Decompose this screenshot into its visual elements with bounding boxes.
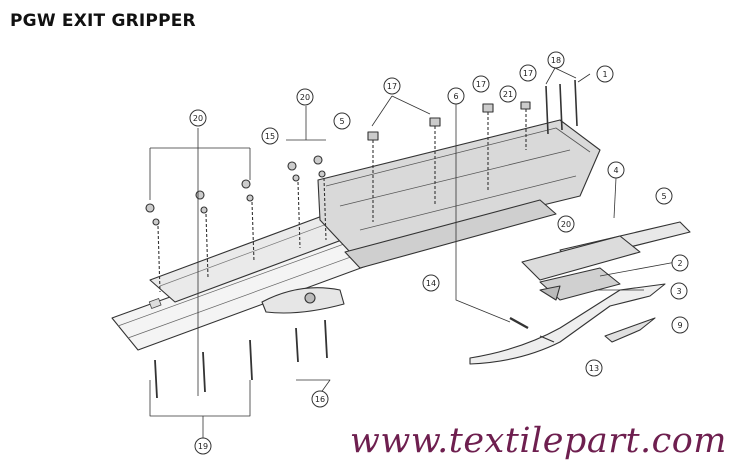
callout-20b: 20 <box>300 93 310 102</box>
callout-5a: 5 <box>661 192 666 201</box>
callout-18: 18 <box>551 56 561 65</box>
callout-20a: 20 <box>193 114 203 123</box>
callout-21: 21 <box>503 90 513 99</box>
page-title: PGW EXIT GRIPPER <box>10 11 196 31</box>
callout-17c: 17 <box>523 69 533 78</box>
callout-17a: 17 <box>387 82 397 91</box>
skid-plate <box>344 199 557 269</box>
callout-19: 19 <box>198 442 208 451</box>
callout-4: 4 <box>613 166 618 175</box>
callout-9: 9 <box>677 321 682 330</box>
callout-16: 16 <box>315 395 325 404</box>
callout-20c: 20 <box>561 220 571 229</box>
small-clip <box>604 317 656 343</box>
callout-5b: 5 <box>339 117 344 126</box>
callout-13: 13 <box>589 364 599 373</box>
watermark-text: www.textilepart.com <box>349 421 727 461</box>
foot-plate <box>261 287 345 314</box>
callout-14: 14 <box>426 279 436 288</box>
callout-15: 15 <box>265 132 275 141</box>
gripper-body <box>317 119 601 253</box>
callout-1: 1 <box>602 70 607 79</box>
spring-lever <box>469 283 666 365</box>
callout-6: 6 <box>453 92 458 101</box>
callout-3: 3 <box>676 287 681 296</box>
callout-2: 2 <box>677 259 682 268</box>
callout-17b: 17 <box>476 80 486 89</box>
